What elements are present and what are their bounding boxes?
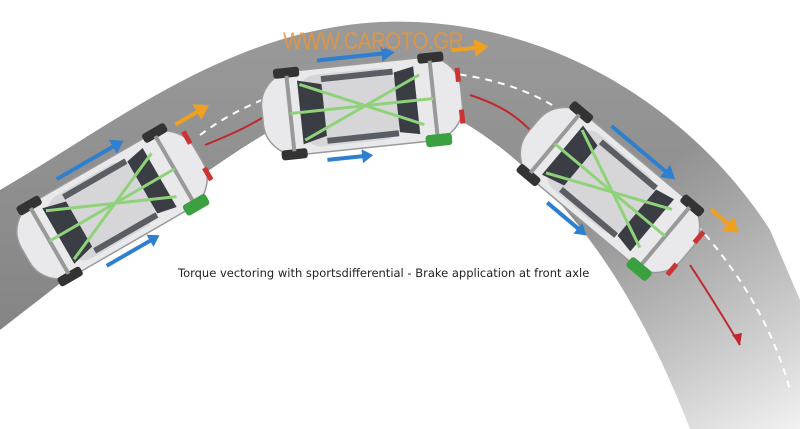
drive-force-arrow	[610, 124, 676, 180]
drive-force-arrow	[55, 139, 124, 181]
diagram-caption: Torque vectoring with sportsdifferential…	[178, 266, 590, 280]
torque-arrow	[451, 38, 489, 57]
path-arrow-2	[469, 94, 531, 131]
torque-arrow	[174, 104, 210, 127]
watermark: WWW.CAROTO.GR	[283, 28, 463, 55]
car-entry	[0, 104, 225, 297]
braked-wheel	[626, 257, 652, 281]
torque-arrow	[709, 208, 739, 233]
car-apex	[255, 38, 489, 165]
path-arrow-1	[204, 117, 263, 146]
braked-wheel	[183, 194, 210, 216]
drive-force-arrow	[316, 45, 395, 63]
braked-wheel	[425, 133, 453, 148]
car-exit	[501, 88, 739, 293]
